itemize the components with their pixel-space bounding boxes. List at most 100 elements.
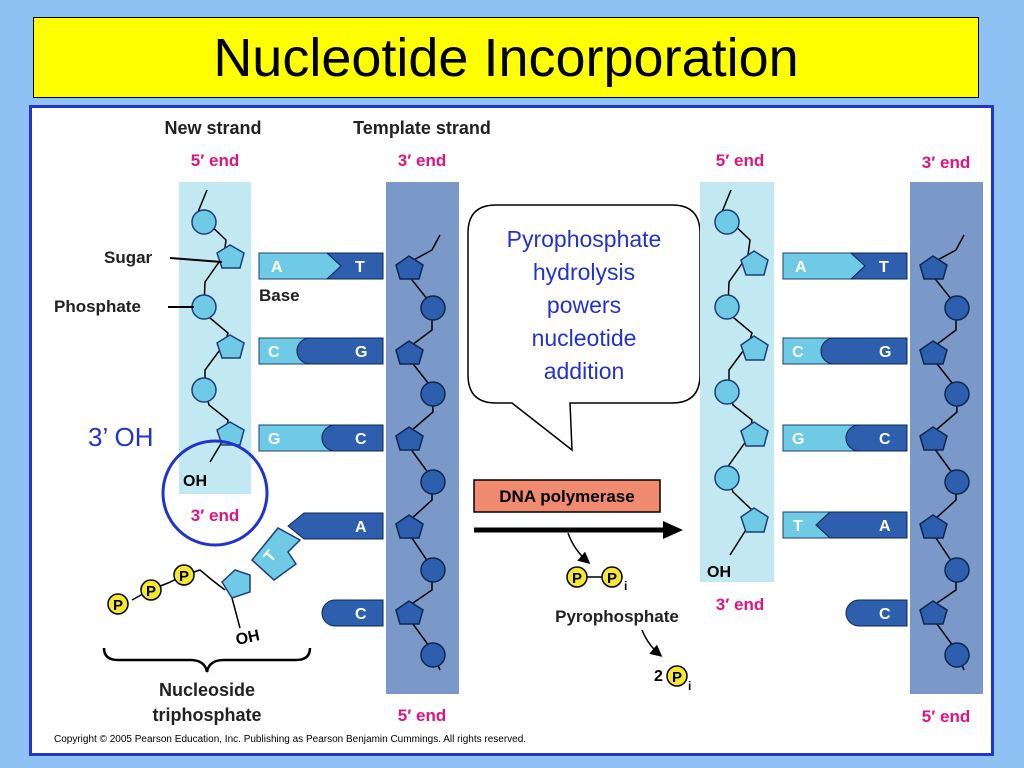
ppi-p-circle bbox=[601, 566, 623, 588]
callout-bubble bbox=[467, 204, 701, 452]
new-strand-label: New strand bbox=[164, 118, 261, 138]
pyrophosphate-release-arrow bbox=[567, 532, 591, 564]
template-phosphate bbox=[420, 469, 446, 495]
sugar-pentagon bbox=[216, 244, 245, 269]
unpaired-template-base bbox=[287, 512, 384, 540]
callout-line-4: nucleotide bbox=[532, 325, 637, 351]
template-sugar bbox=[919, 255, 948, 280]
base-template-r4: A bbox=[879, 518, 891, 535]
base-new-2: C bbox=[268, 344, 280, 361]
ppi-p-label: P bbox=[607, 570, 617, 587]
sugar-label: Sugar bbox=[104, 248, 153, 267]
template-sugar bbox=[919, 426, 948, 451]
phosphate-label: Phosphate bbox=[54, 297, 141, 316]
base-template-3: C bbox=[355, 431, 367, 448]
nucleoside-label: Nucleoside bbox=[159, 680, 255, 700]
two-label: 2 bbox=[654, 668, 663, 685]
template-3-end-label: 3′ end bbox=[398, 151, 446, 170]
callout-line-5: addition bbox=[544, 358, 625, 384]
phosphate-p-circle bbox=[107, 593, 129, 615]
phosphate-p-label: P bbox=[146, 583, 156, 600]
ppi-p-label: P bbox=[572, 570, 582, 587]
base-new-3: G bbox=[268, 431, 280, 448]
phosphate-circle bbox=[714, 465, 740, 491]
base-pair-template bbox=[296, 337, 384, 365]
template-phosphate bbox=[944, 642, 970, 668]
callout-line-1: Pyrophosphate bbox=[507, 226, 662, 252]
template-strand-label: Template strand bbox=[353, 118, 491, 138]
template-3-end-label-right: 3′ end bbox=[922, 153, 970, 172]
base-template-r3: C bbox=[879, 431, 891, 448]
oh-label-left: OH bbox=[183, 473, 207, 490]
phosphate-p-circle bbox=[173, 564, 195, 586]
template-5-end-label-right: 5′ end bbox=[922, 707, 970, 726]
unpaired-template-c-right: C bbox=[879, 606, 891, 623]
phosphate-circle bbox=[714, 379, 740, 405]
template-sugar bbox=[395, 426, 424, 451]
oh-bond bbox=[231, 597, 241, 629]
phosphate-p-label: P bbox=[113, 597, 123, 614]
unpaired-template-base bbox=[845, 599, 908, 627]
new-strand-3-end-label-right: 3′ end bbox=[716, 595, 764, 614]
three-prime-oh-annotation: 3’ OH bbox=[88, 422, 154, 452]
oh-label-right: OH bbox=[707, 564, 731, 581]
base-template-1: T bbox=[355, 259, 365, 276]
dna-polymerase-label: DNA polymerase bbox=[499, 487, 634, 506]
sugar-pentagon bbox=[740, 335, 769, 361]
template-sugar bbox=[919, 600, 948, 625]
callout-line-3: powers bbox=[547, 292, 621, 318]
base-new-r3: G bbox=[792, 431, 804, 448]
phosphate-p-label: P bbox=[179, 568, 189, 585]
base-pair-template bbox=[845, 424, 908, 452]
phosphate-circle bbox=[714, 209, 740, 235]
incoming-base bbox=[250, 527, 302, 581]
template-sugar bbox=[395, 340, 424, 365]
base-new-1: A bbox=[271, 259, 283, 276]
phosphate-circle bbox=[191, 209, 217, 235]
phosphate-circle bbox=[191, 377, 217, 403]
triphosphate-label: triphosphate bbox=[152, 705, 261, 725]
dna-polymerase-box bbox=[473, 479, 661, 513]
new-strand-backbone-left bbox=[197, 189, 229, 463]
callout-line-2: hydrolysis bbox=[533, 259, 635, 285]
base-pair-template bbox=[325, 252, 384, 280]
template-sugar bbox=[395, 514, 424, 539]
pi-p-label: P bbox=[672, 669, 682, 686]
phosphate-circle bbox=[714, 294, 740, 320]
template-phosphate bbox=[420, 295, 446, 321]
base-new-r2: C bbox=[792, 344, 804, 361]
template-phosphate bbox=[420, 381, 446, 407]
page-title: Nucleotide Incorporation bbox=[213, 27, 799, 88]
base-pair-template bbox=[815, 511, 908, 539]
sugar-pentagon bbox=[740, 421, 769, 447]
sugar-pentagon bbox=[740, 250, 769, 276]
base-pair-template bbox=[849, 252, 908, 280]
sugar-pentagon bbox=[216, 334, 245, 359]
base-label: Base bbox=[259, 286, 300, 305]
reaction-arrow-head bbox=[663, 521, 683, 539]
sugar-pointer bbox=[169, 257, 223, 263]
template-phosphate bbox=[944, 557, 970, 583]
template-phosphate bbox=[944, 381, 970, 407]
base-template-2: G bbox=[355, 344, 367, 361]
oh-highlight-circle bbox=[161, 439, 269, 547]
new-strand-5-end-label-right: 5′ end bbox=[716, 151, 764, 170]
template-phosphate bbox=[944, 469, 970, 495]
base-template-r2: G bbox=[879, 344, 891, 361]
template-5-end-label: 5′ end bbox=[398, 706, 446, 725]
new-strand-5-end-label: 5′ end bbox=[191, 151, 239, 170]
incoming-sugar bbox=[221, 569, 251, 599]
template-sugar bbox=[395, 600, 424, 625]
copyright-text: Copyright © 2005 Pearson Education, Inc.… bbox=[54, 734, 526, 745]
oh-label-nucleoside: OH bbox=[234, 627, 261, 649]
pi-subscript: i bbox=[688, 679, 691, 693]
phosphate-p-circle bbox=[140, 579, 162, 601]
unpaired-template-a: A bbox=[355, 519, 367, 536]
template-sugar bbox=[395, 255, 424, 280]
title-banner: Nucleotide Incorporation bbox=[33, 17, 979, 98]
pi-p-circle bbox=[666, 665, 688, 687]
base-new-r1: A bbox=[795, 259, 807, 276]
template-phosphate bbox=[420, 557, 446, 583]
template-sugar bbox=[919, 340, 948, 365]
